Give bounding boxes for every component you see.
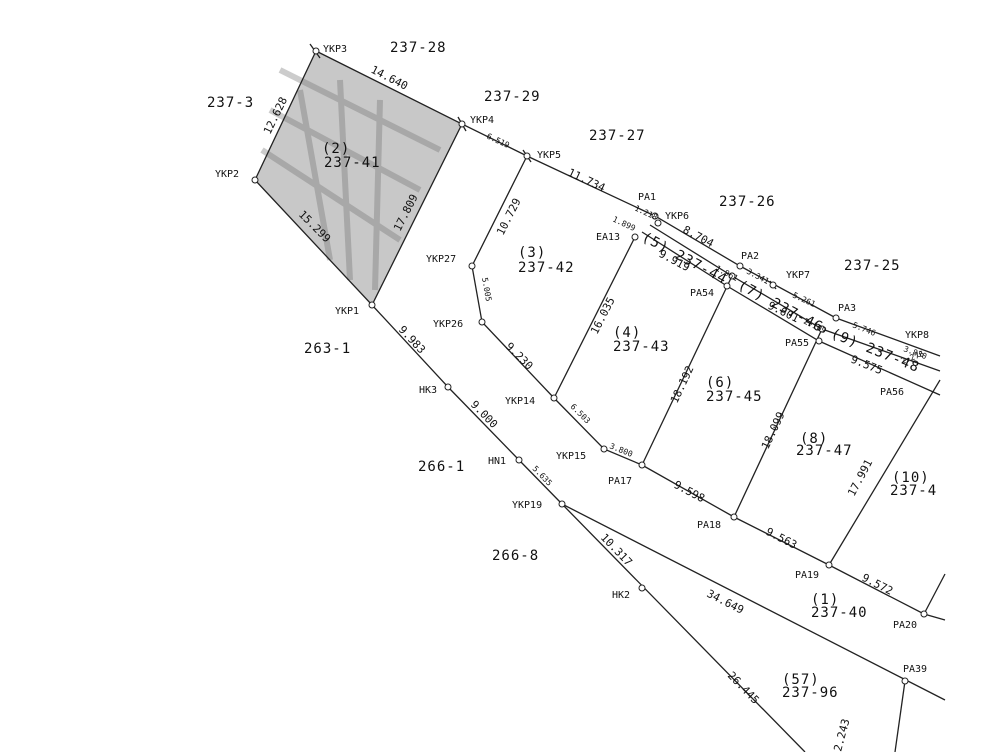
dimension-6-519: 6.519 (485, 132, 511, 150)
parcel-number-237-4: 237-4 (890, 483, 937, 499)
dimension-17-991: 17.991 (845, 457, 875, 498)
parcel-number-237-41: 237-41 (324, 155, 381, 171)
lot-label-263-1: 263-1 (304, 341, 351, 357)
point-label-ykp5: YKP5 (537, 150, 561, 161)
point-label-ea13: EA13 (596, 232, 620, 243)
dimension-26-445: 26.445 (725, 669, 762, 707)
dimension-1-899: 1.899 (611, 215, 637, 233)
point-label-ykp26: YKP26 (433, 319, 463, 330)
dimension-9-598: 9.598 (672, 478, 707, 505)
dimension-8-704: 8.704 (681, 223, 717, 250)
dimension-9-230: 9.230 (503, 340, 536, 373)
point-label-ykp1: YKP1 (335, 306, 359, 317)
point-label-ykp15: YKP15 (556, 451, 586, 462)
parcel-number-237-96: 237-96 (782, 685, 839, 701)
point-label-ykp7: YKP7 (786, 270, 810, 281)
dimension-9-572: 9.572 (860, 571, 895, 598)
dimension-34-649: 34.649 (705, 587, 746, 617)
point-label-ykp8: YKP8 (905, 330, 929, 341)
point-label-pa20: PA20 (893, 620, 917, 631)
point-label-pa55: PA55 (785, 338, 809, 349)
lot-label-237-28: 237-28 (390, 40, 447, 56)
point-label-ykp19: YKP19 (512, 500, 542, 511)
point-label-pa19: PA19 (795, 570, 819, 581)
dimension-11-734: 11.734 (566, 166, 608, 195)
point-label-pa18: PA18 (697, 520, 721, 531)
point-label-pa54: PA54 (690, 288, 714, 299)
dimension-1-218: 1.218 (633, 204, 659, 222)
lot-label-237-27: 237-27 (589, 128, 646, 144)
parcel-number-237-45: 237-45 (706, 389, 763, 405)
parcel-number-237-40: 237-40 (811, 605, 868, 621)
lot-label-237-3: 237-3 (207, 95, 254, 111)
parcel-label-8: (8) (800, 431, 828, 447)
point-label-pa17: PA17 (608, 476, 632, 487)
dimension-2-243: 2.243 (831, 717, 852, 752)
parcel-label-1: (1) (811, 592, 839, 608)
parcel-label-4: (4) (613, 325, 641, 341)
dimension-6-503: 6.503 (569, 402, 593, 426)
point-label-pa1: PA1 (638, 192, 656, 203)
lot-label-266-8: 266-8 (492, 548, 539, 564)
dimension-9-000: 9.000 (468, 398, 500, 431)
parcel-number-237-42: 237-42 (518, 260, 575, 276)
point-label-hk2: HK2 (612, 590, 630, 601)
parcel-label-10: (10) (892, 470, 930, 486)
point-label-pa3: PA3 (838, 303, 856, 314)
dimension-9-983: 9.983 (396, 323, 428, 356)
point-label-ykp6: YKP6 (665, 211, 689, 222)
parcel-label-2: (2) (322, 141, 350, 157)
dimension-5-005: 5.005 (480, 277, 493, 302)
parcel-number-237-43: 237-43 (613, 339, 670, 355)
parcel-label-57: (57) (782, 672, 820, 688)
point-label-ykp27: YKP27 (426, 254, 456, 265)
point-label-ykp14: YKP14 (505, 396, 535, 407)
point-label-pa2: PA2 (741, 251, 759, 262)
lot-label-237-29: 237-29 (484, 89, 541, 105)
dimension-18-099: 18.099 (759, 410, 788, 452)
point-label-pa56: PA56 (880, 387, 904, 398)
dimension-9-563: 9.563 (764, 525, 799, 552)
shaded-parcel-237-41 (255, 51, 462, 305)
dimension-10-317: 10.317 (598, 531, 635, 569)
point-label-ykp2: YKP2 (215, 169, 239, 180)
parcel-label-6: (6) (706, 375, 734, 391)
point-label-ykp3: YKP3 (323, 44, 347, 55)
point-label-ykp4: YKP4 (470, 115, 494, 126)
survey-point-labels: YKP3 YKP4 YKP2 YKP1 YKP5 PA1 YKP6 EA13 P… (215, 44, 929, 675)
point-label-pa39: PA39 (903, 664, 927, 675)
dimension-10-729: 10.729 (494, 196, 524, 237)
survey-point-markers (251, 47, 928, 685)
lot-label-237-25: 237-25 (844, 258, 901, 274)
lot-label-237-26: 237-26 (719, 194, 776, 210)
lot-label-266-1: 266-1 (418, 459, 465, 475)
parcel-label-3: (3) (518, 245, 546, 261)
dimension-18-192: 18.192 (668, 364, 697, 406)
parcel-number-237-47: 237-47 (796, 443, 853, 459)
point-label-hk3: HK3 (419, 385, 437, 396)
point-label-hn1: HN1 (488, 456, 506, 467)
